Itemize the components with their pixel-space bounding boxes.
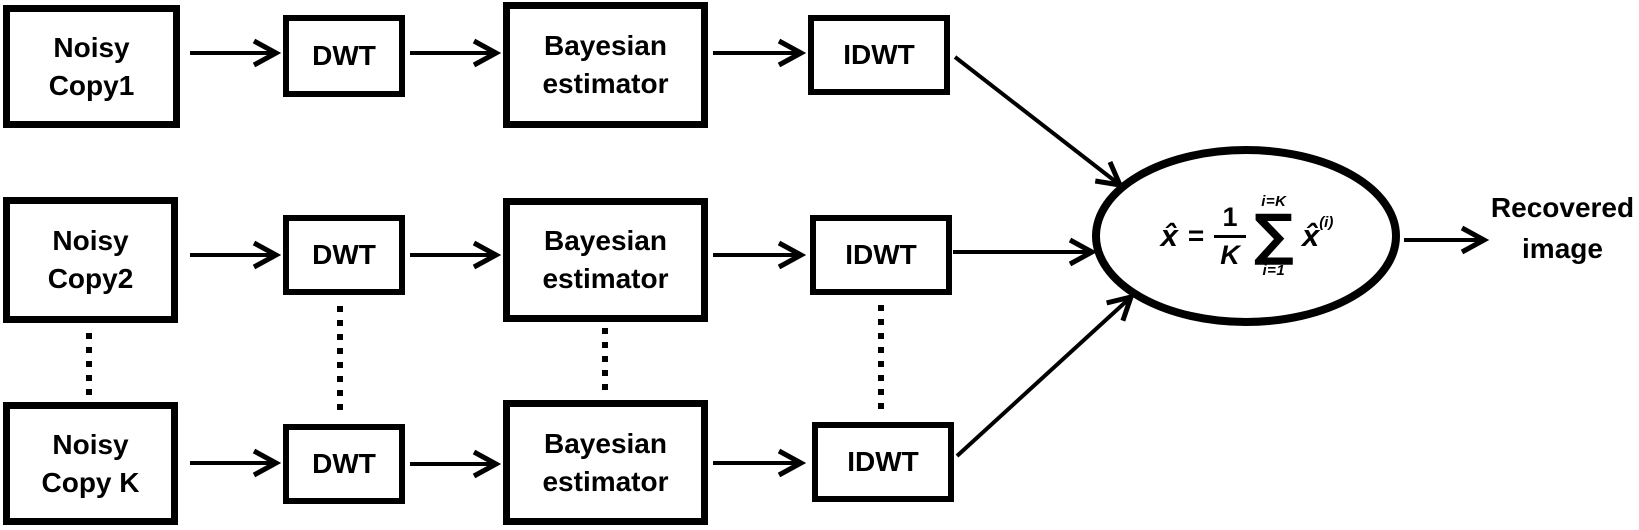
formula-rhs-base: x̂ [1301,218,1320,253]
averaging-formula: x̂ = 1 K i=K ∑ i=1 x̂ (i) [1098,150,1396,322]
dwt-node-row3: DWT [283,424,405,504]
arrow-idwt3-to-average [955,293,1135,458]
noisy-copy2-label-line2: Copy2 [47,263,134,294]
recovered-image-label-line1: Recovered [1490,192,1635,223]
formula-summation: i=K ∑ i=1 [1254,194,1294,277]
idwt-label-row3: IDWT [847,446,919,478]
idwt-label-row1: IDWT [843,39,915,71]
bayesian-label-row3-line2: estimator [542,465,669,497]
formula-rhs: x̂ (i) [1301,214,1333,254]
formula-equals: = [1187,220,1205,251]
bayesian-estimator-node-row2: Bayesian estimator [503,198,708,322]
arrow-idwt1-to-average [953,55,1125,189]
idwt-node-row1: IDWT [808,15,950,95]
bayesian-label-row1-line1: Bayesian [544,30,667,62]
bayesian-estimator-node-row1: Bayesian estimator [503,2,708,128]
noisy-copy2-label-line1: Noisy [52,225,129,257]
bayesian-label-row3-line1: Bayesian [544,427,667,459]
formula-numerator: 1 [1222,201,1238,232]
noisy-copy1-node: Noisy Copy1 [3,5,180,128]
idwt-label-row2: IDWT [845,239,917,271]
noisy-copyk-label-line1: Noisy [52,428,129,460]
formula-denominator: K [1214,234,1246,269]
noisy-copy1-label-line1: Noisy [53,31,130,63]
noisy-copy1-label-line2: Copy1 [48,69,135,101]
formula-lower-limit: i=1 [1262,261,1286,279]
idwt-node-row3: IDWT [812,422,954,502]
bayesian-label-row1-line2: estimator [542,68,669,99]
dwt-label-row2: DWT [312,239,376,271]
formula-fraction: 1 K [1214,201,1246,269]
formula-upper-limit: i=K [1261,193,1287,211]
bayesian-label-row2-line1: Bayesian [544,225,667,257]
formula-rhs-superscript: (i) [1319,214,1334,231]
noisy-copy2-node: Noisy Copy2 [3,197,178,323]
dwt-label-row1: DWT [312,40,376,72]
recovered-image-label: Recovered image [1486,188,1639,269]
formula-lhs: x̂ [1160,218,1178,253]
noisy-copyk-node: Noisy Copy K [3,402,178,525]
bayesian-label-row2-line2: estimator [542,263,669,294]
averaging-ellipse [1092,146,1400,326]
dwt-node-row2: DWT [283,215,405,295]
bayesian-estimator-node-row3: Bayesian estimator [503,400,708,525]
dwt-label-row3: DWT [312,448,376,480]
recovered-image-label-line2: image [1522,232,1603,264]
dwt-node-row1: DWT [283,15,405,97]
noisy-copyk-label-line2: Copy K [41,466,140,498]
sigma-symbol: ∑ [1253,203,1294,269]
idwt-node-row2: IDWT [810,215,952,295]
